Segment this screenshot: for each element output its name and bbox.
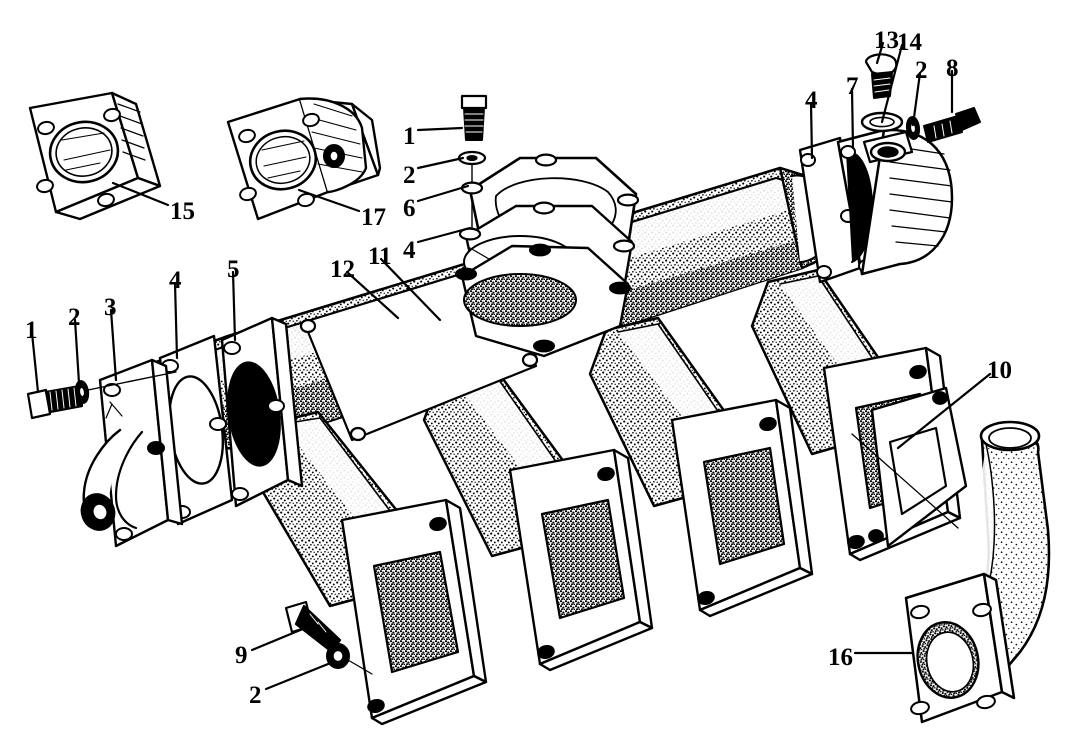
callout-label-11-12: 11 — [368, 243, 392, 270]
leader-line-10-19 — [896, 372, 992, 450]
callout-label-2-21: 2 — [249, 682, 262, 709]
callout-label-1-6: 1 — [25, 317, 38, 344]
top-hardware-stack — [455, 94, 640, 358]
leader-line-14-16 — [880, 43, 904, 124]
part-15-end-flange — [28, 91, 162, 221]
callout-label-2-1: 2 — [403, 162, 416, 189]
leader-line-17-5 — [297, 188, 361, 213]
leader-line-2-17 — [911, 71, 922, 127]
leader-line-13-15 — [875, 41, 885, 65]
callout-label-13-15: 13 — [874, 27, 899, 54]
callout-label-7-14: 7 — [846, 73, 859, 100]
part-17-end-flange — [226, 97, 382, 221]
callout-label-16-22: 16 — [828, 644, 853, 671]
part-9-bolt — [284, 600, 373, 675]
left-gaskets — [158, 316, 304, 526]
callout-label-5-10: 5 — [227, 256, 240, 283]
callout-label-10-19: 10 — [987, 357, 1012, 384]
leader-line-7-14 — [850, 87, 855, 150]
callout-label-3-8: 3 — [104, 294, 117, 321]
callout-label-14-16: 14 — [897, 29, 922, 56]
callout-label-17-5: 17 — [361, 204, 386, 231]
leader-line-6-2 — [416, 184, 470, 203]
callout-label-1-0: 1 — [403, 123, 416, 150]
left-bolt-washer — [26, 371, 177, 420]
leader-lines — [30, 41, 992, 691]
leader-line-1-6 — [30, 331, 40, 394]
callout-label-8-18: 8 — [946, 55, 959, 82]
leader-line-12-11 — [345, 270, 400, 320]
callout-label-2-17: 2 — [915, 57, 928, 84]
callout-label-12-11: 12 — [330, 256, 355, 283]
callout-label-6-2: 6 — [403, 195, 416, 222]
part-3-inlet-elbow — [80, 358, 184, 548]
leader-line-4-9 — [173, 281, 179, 360]
leader-line-2-7 — [73, 318, 81, 385]
leader-line-3-8 — [109, 308, 118, 382]
leader-line-9-20 — [250, 624, 312, 652]
leader-line-2-21 — [264, 660, 335, 691]
part-10-outlet-gasket — [851, 386, 968, 548]
leader-line-2-1 — [416, 156, 465, 170]
leader-line-4-3 — [416, 226, 472, 244]
callout-label-2-7: 2 — [68, 304, 81, 331]
right-end-assembly — [798, 53, 981, 284]
leader-line-11-12 — [379, 257, 442, 322]
callout-label-4-3: 4 — [403, 237, 416, 264]
callout-label-4-9: 4 — [169, 267, 182, 294]
callout-label-15-4: 15 — [170, 198, 195, 225]
leader-line-4-13 — [809, 101, 814, 160]
callout-label-4-13: 4 — [805, 87, 818, 114]
part-16-outlet-pipe — [904, 420, 1051, 724]
leader-line-1-0 — [416, 126, 464, 132]
callout-label-9-20: 9 — [235, 642, 248, 669]
leader-line-5-10 — [231, 270, 237, 342]
leader-line-15-4 — [111, 181, 170, 207]
